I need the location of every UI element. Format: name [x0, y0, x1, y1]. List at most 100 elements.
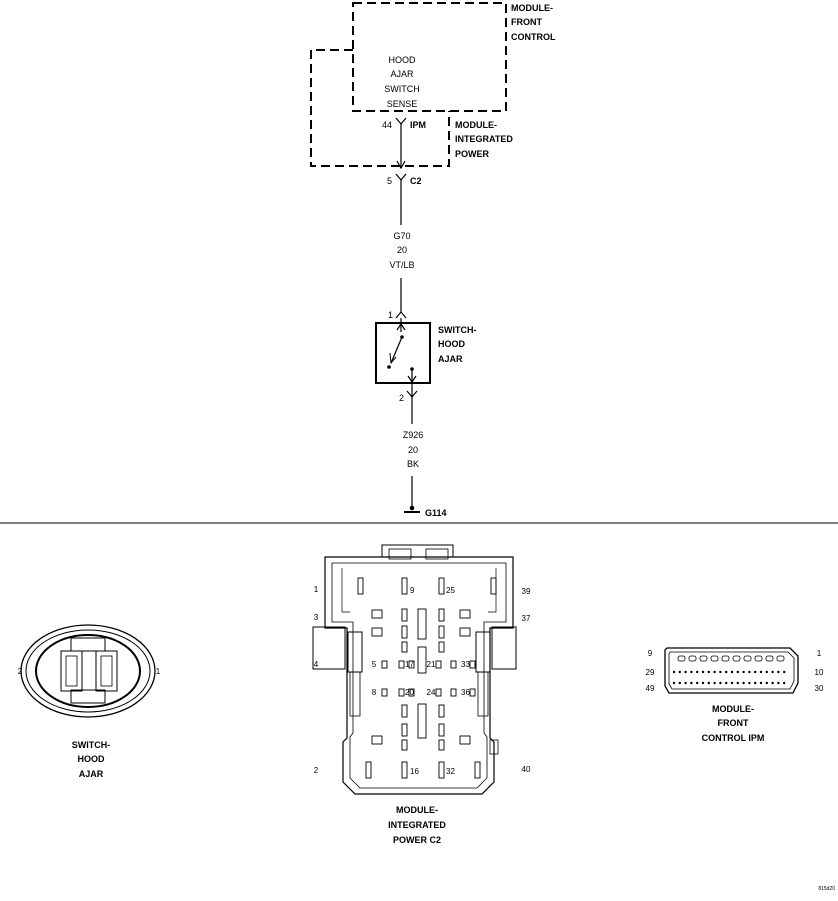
c2-pin-24: 24	[427, 688, 436, 697]
pin-dot	[765, 681, 768, 685]
fcm-view-label-3: CONTROL IPM	[702, 733, 765, 743]
sense-label-line3: SWITCH	[384, 84, 420, 94]
pin-dot	[777, 681, 780, 685]
pin-dot	[742, 670, 745, 674]
pin-dot	[771, 681, 774, 685]
pin-dot	[759, 681, 763, 685]
pin-dot	[684, 681, 687, 685]
pin-dot	[759, 670, 763, 674]
pin-dot	[736, 670, 739, 674]
wire1-circuit: G70	[393, 231, 410, 241]
ipm-label-line1: MODULE-	[455, 120, 497, 130]
wire1-color: VT/LB	[389, 260, 414, 270]
pin-dot	[713, 670, 716, 674]
c2-pin-32: 32	[446, 767, 455, 776]
c2-pin-8: 8	[372, 688, 377, 697]
pin-cavity	[732, 655, 741, 662]
c2-view-label-1: MODULE-	[396, 805, 438, 815]
pin-dot	[713, 681, 716, 685]
c2-connector-symbol: 5 C2	[387, 173, 422, 186]
pin-dot	[690, 681, 693, 685]
pin-cavity	[721, 655, 730, 662]
pin-dot	[701, 681, 705, 685]
c2-pin-37: 37	[522, 614, 531, 623]
ground-icon	[404, 505, 420, 513]
pin-dot	[707, 681, 710, 685]
pin-dot	[696, 670, 699, 674]
pin-dot	[730, 670, 734, 674]
fcm-ipm-connector-view: 9 29 49 1 10 30 MODULE- FRONT CONTROL IP…	[646, 647, 824, 743]
ipm-c2-connector-view: 1 3 4 2 39 37 40 9 25 5 17 21 33 8 20 24…	[312, 544, 531, 845]
pin-dot	[783, 670, 786, 674]
fcm-label-line2: FRONT	[511, 17, 542, 27]
arrow-icon	[396, 160, 406, 170]
c2-pin-9: 9	[410, 586, 415, 595]
hood-ajar-switch: SWITCH- HOOD AJAR	[375, 322, 477, 384]
pin-cavity	[754, 655, 763, 662]
c2-pin-33: 33	[461, 660, 470, 669]
ipm-connector-symbol: 44 IPM	[382, 117, 426, 130]
wire1-gauge: 20	[397, 245, 407, 255]
front-control-module: MODULE- FRONT CONTROL HOOD AJAR SWITCH S…	[352, 2, 556, 112]
c2-pin-1: 1	[314, 585, 319, 594]
pin-cavity	[776, 655, 785, 662]
ipm-connector-name: IPM	[410, 120, 426, 130]
c2-view-label-3: POWER C2	[393, 835, 441, 845]
c2-pin-2: 2	[314, 766, 319, 775]
pin-cavity	[765, 655, 774, 662]
ipm-pin-number: 44	[382, 120, 392, 130]
pin-dot	[748, 681, 751, 685]
hood-switch-pin-2: 2	[18, 667, 23, 676]
c2-view-label-2: INTEGRATED	[388, 820, 446, 830]
pin-dot	[748, 670, 751, 674]
pin-dot	[672, 670, 676, 674]
pin-dot	[678, 670, 681, 674]
switch-label-line2: HOOD	[438, 339, 466, 349]
pin-dot	[690, 670, 693, 674]
hood-switch-connector-view: 2 1 SWITCH- HOOD AJAR	[18, 624, 161, 779]
hood-switch-view-label-2: HOOD	[78, 754, 106, 764]
pin-dot	[678, 681, 681, 685]
pin-dot	[719, 670, 722, 674]
c2-pin-3: 3	[314, 613, 319, 622]
hood-switch-pin-1: 1	[156, 667, 161, 676]
fcm-label-line3: CONTROL	[511, 32, 556, 42]
c2-pin-40: 40	[522, 765, 531, 774]
pin-dot	[736, 681, 739, 685]
pin-dot	[701, 670, 705, 674]
ipm-label-line3: POWER	[455, 149, 490, 159]
fcm-pin-grid	[672, 655, 786, 685]
fcm-label-line1: MODULE-	[511, 3, 553, 13]
c2-pin-20: 20	[405, 688, 414, 697]
c2-pin-36: 36	[461, 688, 470, 697]
fcm-pin-9: 9	[648, 649, 653, 658]
c2-connector-name: C2	[410, 176, 422, 186]
pin-cavity	[699, 655, 708, 662]
hood-switch-view-label-1: SWITCH-	[72, 740, 111, 750]
c2-pin-21: 21	[427, 660, 436, 669]
pin-dot	[684, 670, 687, 674]
wire2-circuit: Z926	[403, 430, 424, 440]
integrated-power-module: MODULE- INTEGRATED POWER	[310, 49, 513, 167]
c2-pin-25: 25	[446, 586, 455, 595]
c2-pin-39: 39	[522, 587, 531, 596]
wire2-gauge: 20	[408, 445, 418, 455]
pin-cavity	[710, 655, 719, 662]
hood-switch-view-label-3: AJAR	[79, 769, 104, 779]
pin-dot	[730, 681, 734, 685]
fcm-pin-49: 49	[646, 684, 655, 693]
sense-label-line1: HOOD	[389, 55, 417, 65]
switch-pin1-symbol	[395, 311, 407, 319]
fcm-pin-10: 10	[815, 668, 824, 677]
pin-cavity	[677, 655, 686, 662]
figure-id: 815d20	[818, 886, 835, 892]
sense-label-line2: AJAR	[390, 69, 414, 79]
pin-dot	[696, 681, 699, 685]
fcm-pin-1: 1	[817, 649, 822, 658]
pin-dot	[771, 670, 774, 674]
pin-dot	[672, 681, 676, 685]
switch-label-line3: AJAR	[438, 354, 463, 364]
fcm-pin-29: 29	[646, 668, 655, 677]
